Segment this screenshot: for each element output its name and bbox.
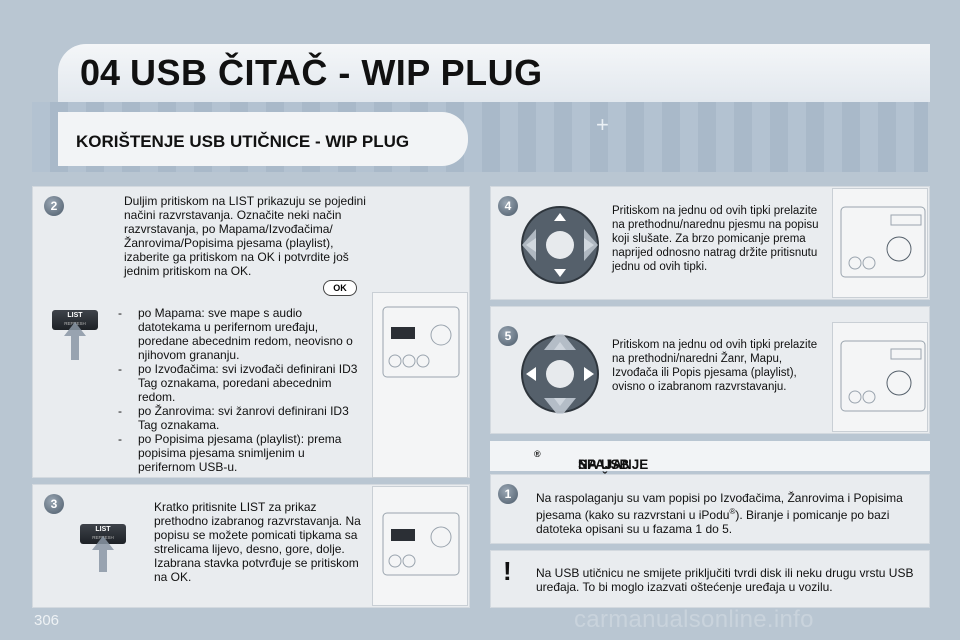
step-1-badge: 1 <box>498 484 518 504</box>
list-item: -po Izvođačima: svi izvođači definirani … <box>118 362 358 404</box>
step-4-text: Pritiskom na jednu od ovih tipki prelazi… <box>612 205 819 273</box>
step-5-badge: 5 <box>498 326 518 346</box>
list-item: -po Popisima pjesama (playlist): prema p… <box>118 432 342 474</box>
sort-modes-list: -po Mapama: sve mape s audio datotekama … <box>112 306 362 474</box>
step-2-badge: 2 <box>44 196 64 216</box>
page-number: 306 <box>34 612 60 629</box>
radio-unit-image <box>832 188 928 298</box>
crosshair-icon: + <box>596 112 609 137</box>
press-arrow-icon <box>92 536 114 572</box>
step-5-text: Pritiskom na jednu od ovih tipki prelazi… <box>612 339 818 393</box>
long-press-arrow-icon <box>64 322 86 360</box>
step-4-badge: 4 <box>498 196 518 216</box>
list-item: -po Žanrovima: svi žanrovi definirani ID… <box>118 404 349 432</box>
section-heading: KORIŠTENJE USB UTIČNICE - WIP PLUG <box>58 112 468 166</box>
list-button-label: LIST <box>95 526 111 533</box>
ipod-card <box>490 474 930 544</box>
chapter-number: 04 <box>80 52 121 93</box>
ipod-section-heading: SPAJANJE IPOD-a® NA USB UTIČNICU <box>490 441 930 487</box>
step-2-text: Duljim pritiskom na LIST prikazuju se po… <box>124 194 366 278</box>
warning-card <box>490 550 930 608</box>
step-3-text: Kratko pritisnite LIST za prikaz prethod… <box>154 500 361 584</box>
ipod-section-title: SPAJANJE IPOD-a® NA USB UTIČNICU <box>534 449 649 487</box>
section-title: KORIŠTENJE USB UTIČNICE - WIP PLUG <box>76 132 410 151</box>
list-item: -po Mapama: sve mape s audio datotekama … <box>118 306 353 362</box>
chapter-banner <box>58 44 930 102</box>
watermark: carmanualsonline.info <box>574 606 814 633</box>
ipod-text: Na raspolaganju su vam popisi po Izvođač… <box>536 491 903 536</box>
nav-pad-up-down-icon <box>521 334 599 414</box>
list-button-label: LIST <box>67 312 83 319</box>
warning-text: Na USB utičnicu ne smijete priključiti t… <box>536 566 914 594</box>
warning-icon: ! <box>503 556 512 586</box>
radio-unit-image <box>832 322 928 432</box>
radio-unit-image <box>372 292 468 478</box>
radio-unit-image <box>372 486 468 606</box>
nav-pad-left-right-icon <box>521 206 599 284</box>
step-3-badge: 3 <box>44 494 64 514</box>
ok-button[interactable]: OK <box>323 280 357 296</box>
chapter-title: USB ČITAČ - WIP PLUG <box>130 52 543 93</box>
